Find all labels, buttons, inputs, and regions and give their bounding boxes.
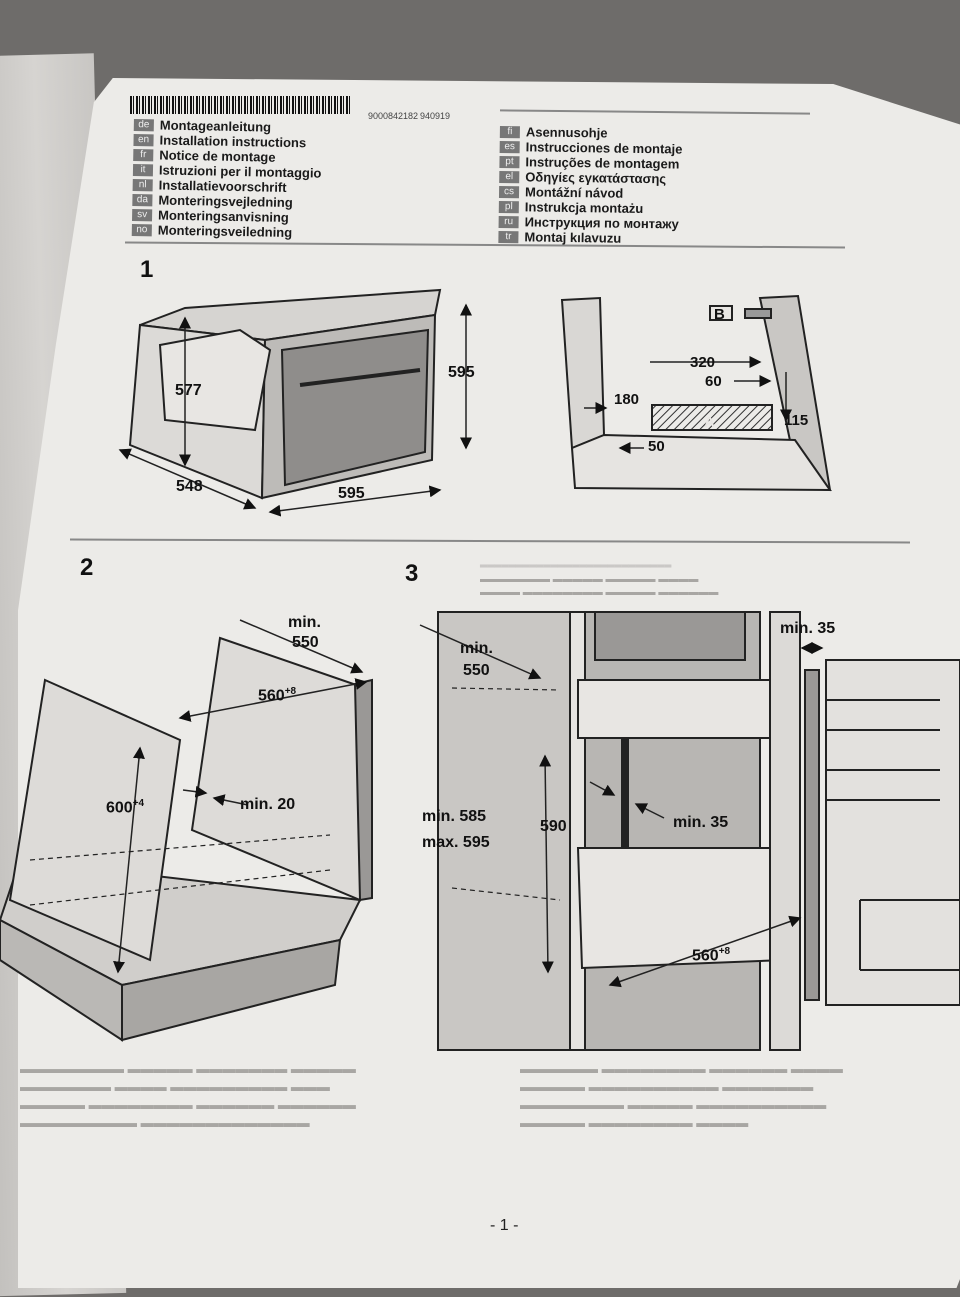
unit-depth: 550 [463, 662, 490, 679]
niche-height-tolerance: +4 [132, 798, 145, 809]
niche-height: 600+4 [106, 798, 144, 817]
unit-width-tolerance: +8 [718, 946, 731, 957]
barcode [130, 96, 352, 114]
oven-inner-depth: 577 [175, 382, 202, 399]
date-code: 940919 [420, 111, 451, 121]
oven-drawing [118, 288, 472, 517]
unit-width: 560+8 [692, 946, 730, 965]
niche-width: 560+8 [258, 686, 296, 705]
side-gap-detail [800, 642, 960, 1006]
wall-unit-drawing [419, 611, 802, 1051]
part-number: 9000842182 [368, 111, 419, 121]
cabinet-dim-320: 320 [690, 354, 716, 371]
unit-side-gap: min. 35 [780, 620, 836, 637]
niche-min-label: min. [288, 614, 321, 631]
unit-height-max: max. 595 [422, 834, 490, 851]
unit-width-value: 560 [692, 947, 719, 965]
page-number: - 1 - [490, 1217, 519, 1234]
niche-depth: 550 [292, 634, 319, 651]
cabinet-niche-drawing [0, 619, 373, 1042]
bleed-through-text: ▬▬▬▬▬▬ ▬▬▬▬▬▬▬▬ ▬▬▬▬▬▬ ▬▬▬▬▬▬▬▬▬ ▬▬▬▬▬▬▬… [520, 1061, 843, 1130]
niche-width-tolerance: +8 [284, 686, 297, 697]
niche-height-value: 600 [106, 799, 133, 817]
cabinet-dim-60: 60 [705, 373, 722, 390]
cabinet-drawing [560, 294, 832, 492]
unit-min-label: min. [460, 640, 493, 657]
cabinet-dim-115: 115 [784, 412, 809, 429]
unit-shelf-gap: min. 35 [673, 814, 729, 831]
unit-height-min: min. 585 [422, 808, 487, 825]
niche-width-value: 560 [258, 687, 285, 705]
cabinet-dim-50: 50 [648, 438, 665, 455]
oven-height: 595 [448, 364, 475, 381]
figure-number: 1 [140, 256, 154, 283]
niche-gap: min. 20 [240, 796, 296, 813]
cabinet-label-b: B [714, 306, 725, 323]
oven-width: 595 [338, 485, 365, 502]
cabinet-label-a: A [704, 414, 715, 431]
figure-number: 2 [80, 554, 94, 581]
bleed-through-text: ▬▬▬▬▬▬▬▬ ▬▬▬▬▬ ▬▬▬▬▬▬▬ ▬▬▬▬▬▬▬▬▬▬▬▬ ▬▬▬▬… [20, 1061, 356, 1130]
figure-number: 3 [405, 560, 419, 587]
unit-height: 590 [540, 818, 567, 835]
cabinet-dim-180: 180 [614, 391, 640, 408]
oven-depth: 548 [176, 478, 203, 495]
